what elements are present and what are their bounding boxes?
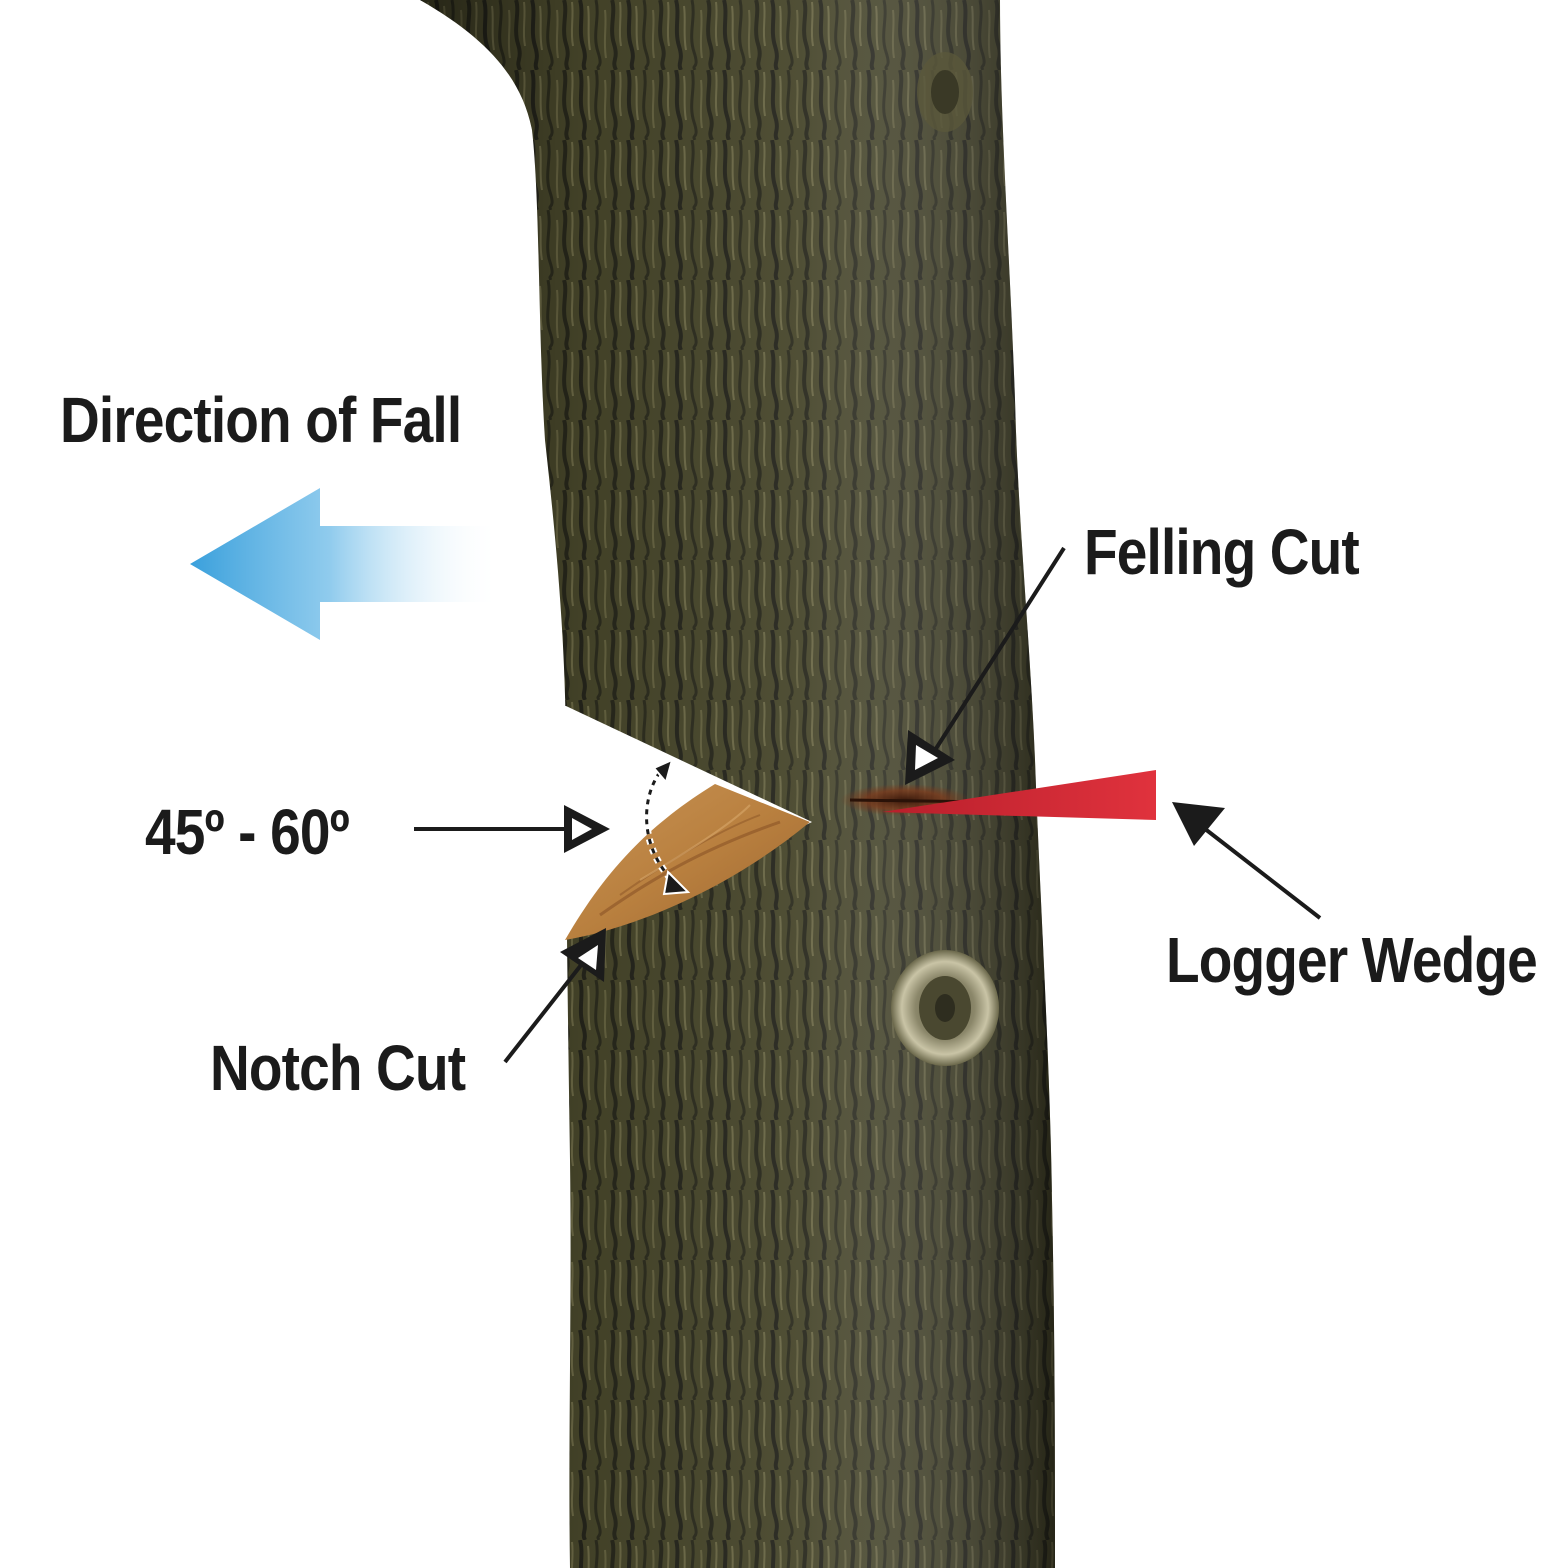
notch-cut bbox=[562, 706, 812, 940]
notch-cut-pointer bbox=[503, 928, 606, 1064]
angle-indicator bbox=[643, 758, 691, 896]
trunk-shading bbox=[420, 0, 1055, 1568]
logger-wedge-label: Logger Wedge bbox=[1166, 924, 1538, 996]
wedge-pointer bbox=[1172, 802, 1322, 920]
lower-knot bbox=[891, 950, 999, 1066]
angle-label: 45º - 60º bbox=[145, 796, 350, 868]
felling-cut-pointer bbox=[905, 546, 1066, 785]
angle-pointer bbox=[414, 805, 610, 853]
tree-trunk bbox=[420, 0, 1055, 1568]
left-arrow-icon bbox=[190, 488, 500, 640]
felling-cut-label: Felling Cut bbox=[1084, 516, 1360, 588]
angle-arrowhead-bottom bbox=[662, 869, 691, 896]
logger-wedge-icon bbox=[882, 770, 1156, 820]
angle-arrowhead-top bbox=[652, 758, 674, 785]
notch-cut-label: Notch Cut bbox=[210, 1032, 466, 1104]
direction-of-fall-label: Direction of Fall bbox=[60, 384, 462, 456]
